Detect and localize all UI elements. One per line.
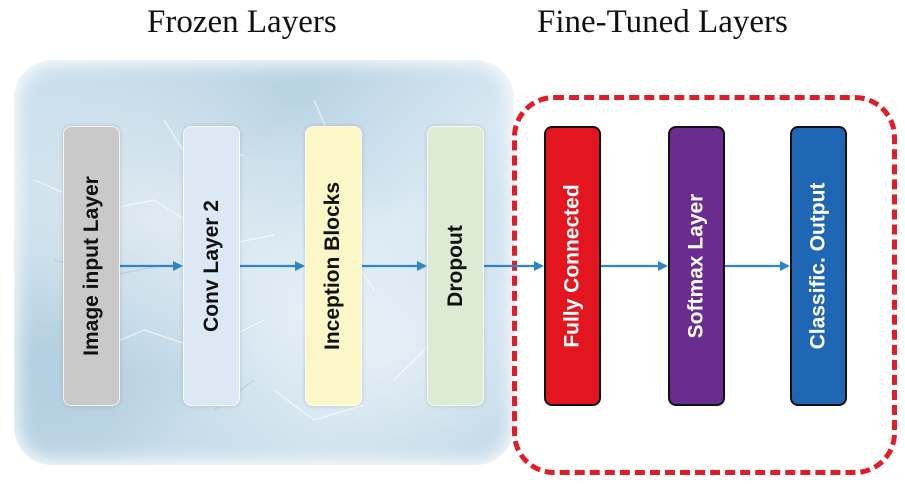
- layer-label: Inception Blocks: [321, 181, 345, 351]
- layer-label: Dropout: [443, 225, 467, 307]
- layer-label: Conv Layer 2: [199, 200, 223, 332]
- frozen-layers-title: Frozen Layers: [147, 4, 337, 40]
- fine-tuned-layers-title: Fine-Tuned Layers: [537, 4, 788, 40]
- fine-tuned-dashed-boundary: [512, 95, 897, 475]
- classific-output-box: Classific. Output: [790, 126, 847, 406]
- conv-layer-2-box: Conv Layer 2: [183, 126, 240, 406]
- softmax-layer-box: Softmax Layer: [668, 126, 725, 406]
- layer-label: Classific. Output: [806, 182, 830, 350]
- fully-connected-box: Fully Connected: [544, 126, 601, 406]
- layer-label: Image input Layer: [79, 176, 103, 356]
- dropout-box: Dropout: [427, 126, 484, 406]
- inception-blocks-box: Inception Blocks: [305, 126, 362, 406]
- image-input-layer-box: Image input Layer: [63, 126, 120, 406]
- layer-label: Fully Connected: [560, 184, 584, 348]
- layer-label: Softmax Layer: [684, 193, 708, 339]
